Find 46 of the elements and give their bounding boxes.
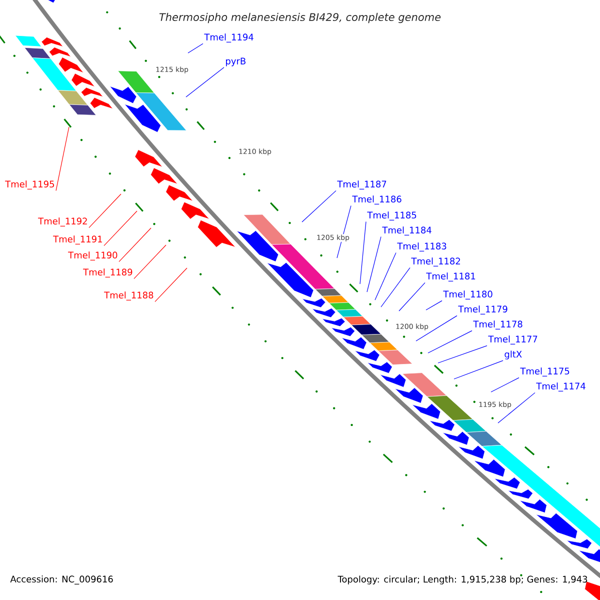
- leader-line: [380, 267, 410, 308]
- leader-line: [360, 221, 366, 284]
- leader-line: [416, 315, 458, 342]
- gene-label: Tmel_1186: [352, 196, 402, 204]
- gene-label: Tmel_1180: [443, 290, 492, 300]
- leader-line: [374, 252, 396, 300]
- gene-label: Tmel_1194: [204, 34, 254, 42]
- gene-label: Tmel_1183: [397, 242, 446, 252]
- gene-label: Tmel_1179: [458, 306, 508, 314]
- leader-line: [454, 360, 504, 380]
- gene-label: Tmel_1178: [473, 320, 522, 330]
- gene-label: Tmel_1192: [38, 218, 87, 226]
- leader-line: [302, 190, 336, 222]
- gene-label: Tmel_1190: [68, 252, 118, 260]
- leader-line: [88, 194, 122, 228]
- leader-line: [104, 210, 138, 246]
- gene-label: Tmel_1182: [411, 258, 460, 266]
- gene-label: Tmel_1189: [83, 268, 132, 278]
- leader-line: [366, 236, 382, 292]
- gene-label: Tmel_1191: [53, 236, 102, 244]
- gene-label: Tmel_1184: [382, 226, 432, 236]
- gene-label: gltX: [504, 350, 522, 360]
- leader-line: [490, 377, 520, 392]
- leader-line: [186, 67, 224, 98]
- gene-label: pyrB: [226, 58, 246, 66]
- accession-text: Accession: NC_009616: [10, 576, 113, 584]
- gene-label: Tmel_1185: [367, 212, 416, 220]
- leader-line: [426, 300, 442, 310]
- leader-line: [428, 330, 472, 354]
- title: Thermosipho melanesiensis BI429, complete genome: [159, 12, 441, 24]
- gene-label: Tmel_1181: [426, 272, 476, 282]
- leader-line: [134, 244, 166, 279]
- gene-label: Tmel_1188: [104, 292, 154, 300]
- gene-label: Tmel_1195: [5, 180, 54, 190]
- gene-label: Tmel_1175: [520, 368, 570, 376]
- leader-line: [118, 228, 152, 262]
- genome-info-text: Topology: circular; Length: 1,915,238 bp; Genes: 1,943: [338, 576, 588, 584]
- gene-label: Tmel_1187: [337, 180, 386, 190]
- leader-line: [438, 345, 488, 364]
- leader-line: [188, 43, 204, 54]
- gene-label: Tmel_1177: [488, 336, 538, 344]
- leader-line: [56, 126, 70, 191]
- leader-line: [154, 268, 188, 302]
- leader-line: [498, 392, 536, 424]
- leader-line: [398, 282, 426, 312]
- gene-label: Tmel_1174: [536, 382, 586, 392]
